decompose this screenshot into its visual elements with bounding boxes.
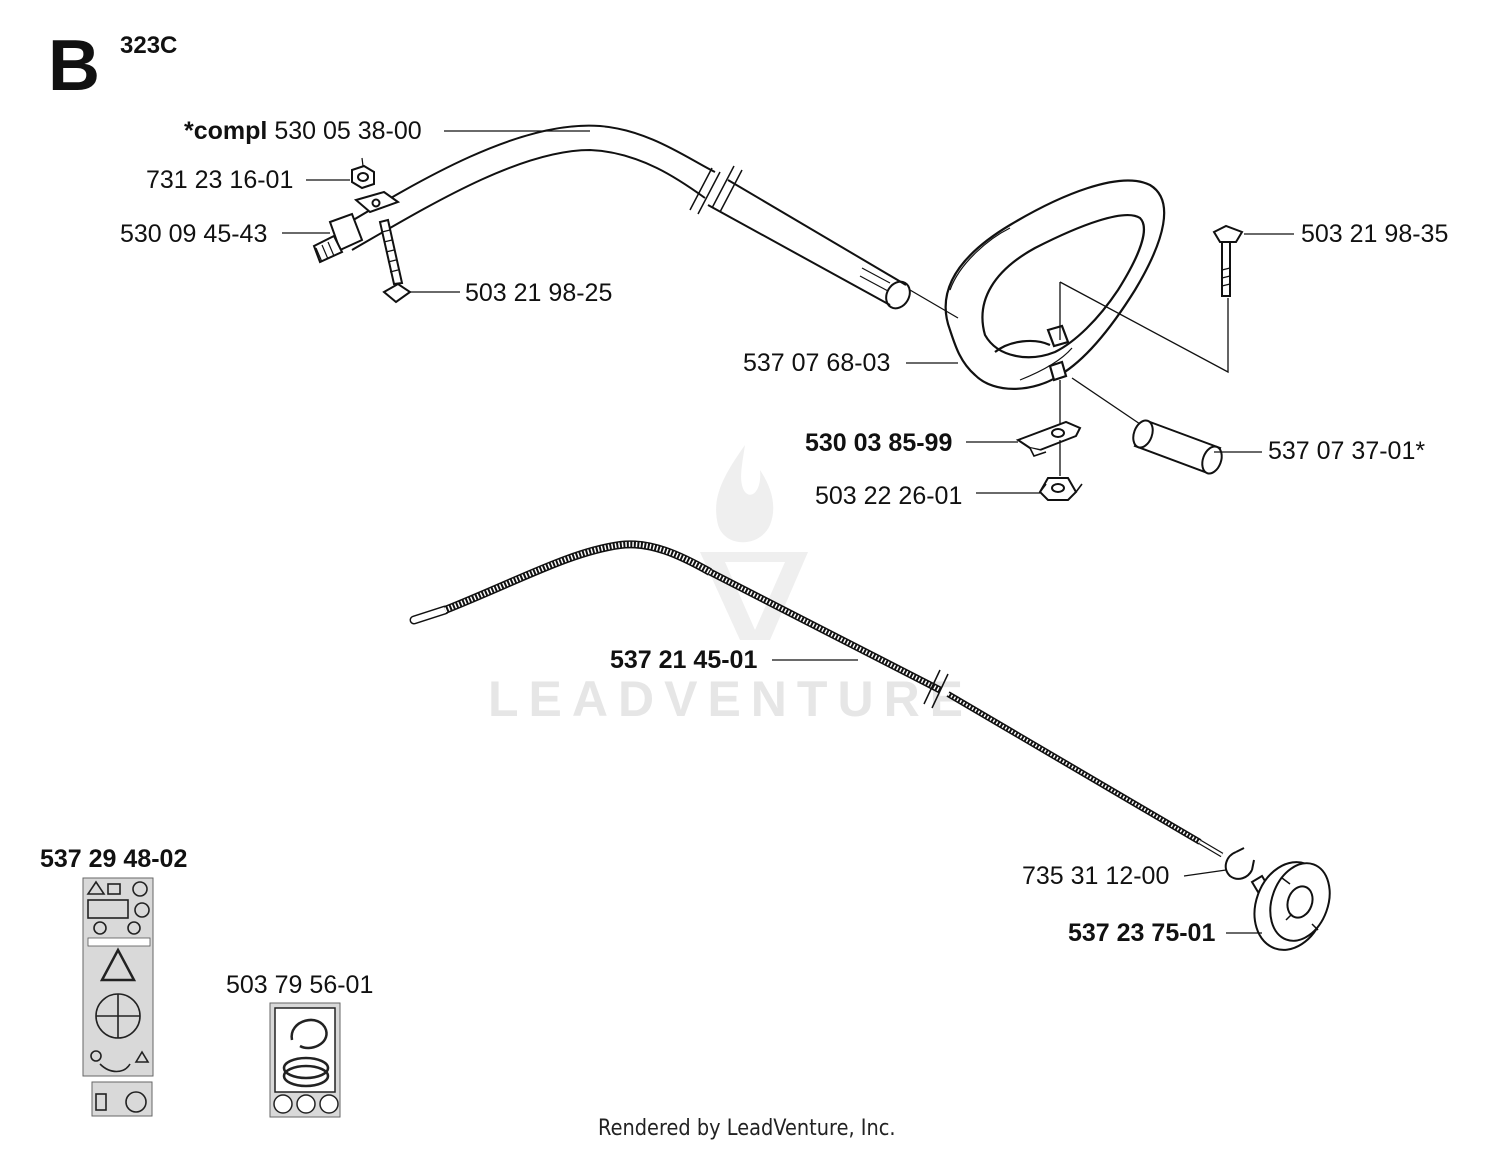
footer-credit: Rendered by LeadVenture, Inc. (598, 1116, 896, 1141)
assembly-lines (909, 281, 1229, 476)
leader-lines (282, 130, 1294, 934)
part-label-shaft-compl[interactable]: *compl 530 05 38-00 (184, 117, 422, 145)
section-letter: B (48, 26, 100, 106)
part-label-wing-nut[interactable]: 503 22 26-01 (815, 482, 963, 510)
decal-warning-shape (82, 877, 154, 1117)
model-number: 323C (120, 32, 178, 59)
part-label-circlip[interactable]: 735 31 12-00 (1022, 862, 1170, 890)
bolt-right-shape (1212, 224, 1244, 297)
spacer-shape (1132, 419, 1223, 475)
circlip-shape (1224, 847, 1255, 880)
guard-disc-shape (1250, 861, 1331, 951)
watermark-text: LEADVENTURE (488, 671, 974, 727)
part-label-decal-warning[interactable]: 537 29 48-02 (40, 845, 188, 873)
part-label-bolt-left[interactable]: 503 21 98-25 (465, 279, 613, 307)
decal-head-shape (269, 1002, 341, 1118)
part-label-loop-handle[interactable]: 537 07 68-03 (743, 349, 891, 377)
part-label-bolt-right[interactable]: 503 21 98-35 (1301, 220, 1449, 248)
end-fitting-shape (312, 212, 364, 264)
part-label-drive-shaft[interactable]: 537 21 45-01 (610, 646, 758, 674)
wing-nut-shape (1038, 477, 1083, 501)
compl-number: 530 05 38-00 (274, 117, 422, 145)
part-label-decal-head[interactable]: 503 79 56-01 (226, 971, 374, 999)
compl-prefix: *compl (184, 117, 268, 145)
bracket-shape (1015, 420, 1082, 457)
part-label-guard-disc[interactable]: 537 23 75-01 (1068, 919, 1216, 947)
nut-shape (351, 157, 375, 190)
part-label-nut[interactable]: 731 23 16-01 (146, 166, 294, 194)
bolt-left-shape (378, 218, 412, 304)
drive-shaft-shape (409, 540, 1224, 858)
part-label-end-fitting[interactable]: 530 09 45-43 (120, 220, 268, 248)
shaft-tube (339, 124, 911, 310)
part-label-spacer[interactable]: 537 07 37-01* (1268, 437, 1426, 465)
part-label-bracket[interactable]: 530 03 85-99 (805, 429, 953, 457)
loop-handle-shape (944, 179, 1166, 390)
clamp-plate-shape (353, 190, 401, 214)
watermark-logo (700, 445, 808, 640)
